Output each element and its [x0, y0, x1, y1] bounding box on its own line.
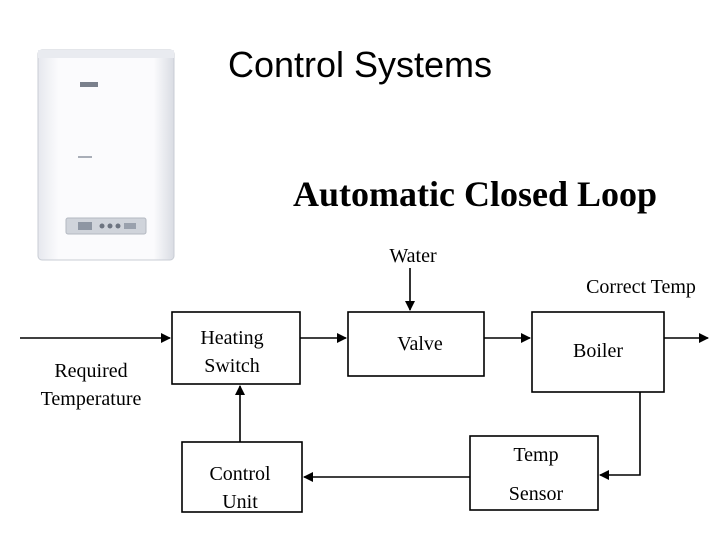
heating-switch-label: Heating Switch — [200, 327, 264, 377]
water-label: Water — [389, 245, 437, 267]
boiler-to-sensor-line — [599, 392, 641, 480]
valve-box — [347, 311, 485, 377]
boiler-illustration — [37, 49, 175, 261]
temp-sensor-box — [469, 435, 599, 511]
required-temperature-label: Required Temperature — [40, 360, 142, 410]
correct-temp-label: Correct Temp — [586, 276, 696, 298]
boiler-box — [531, 311, 665, 393]
temp-sensor-label: Temp Sensor — [508, 444, 564, 505]
control-unit-box — [181, 441, 303, 513]
control-unit-label: Control Unit — [209, 463, 271, 513]
heating-switch-box — [171, 311, 301, 385]
boiler-logo — [80, 82, 98, 87]
slide-title: Control Systems — [227, 44, 493, 85]
boiler-label: Boiler — [573, 340, 623, 362]
valve-label: Valve — [397, 333, 443, 355]
slide-subtitle: Automatic Closed Loop — [292, 174, 657, 214]
